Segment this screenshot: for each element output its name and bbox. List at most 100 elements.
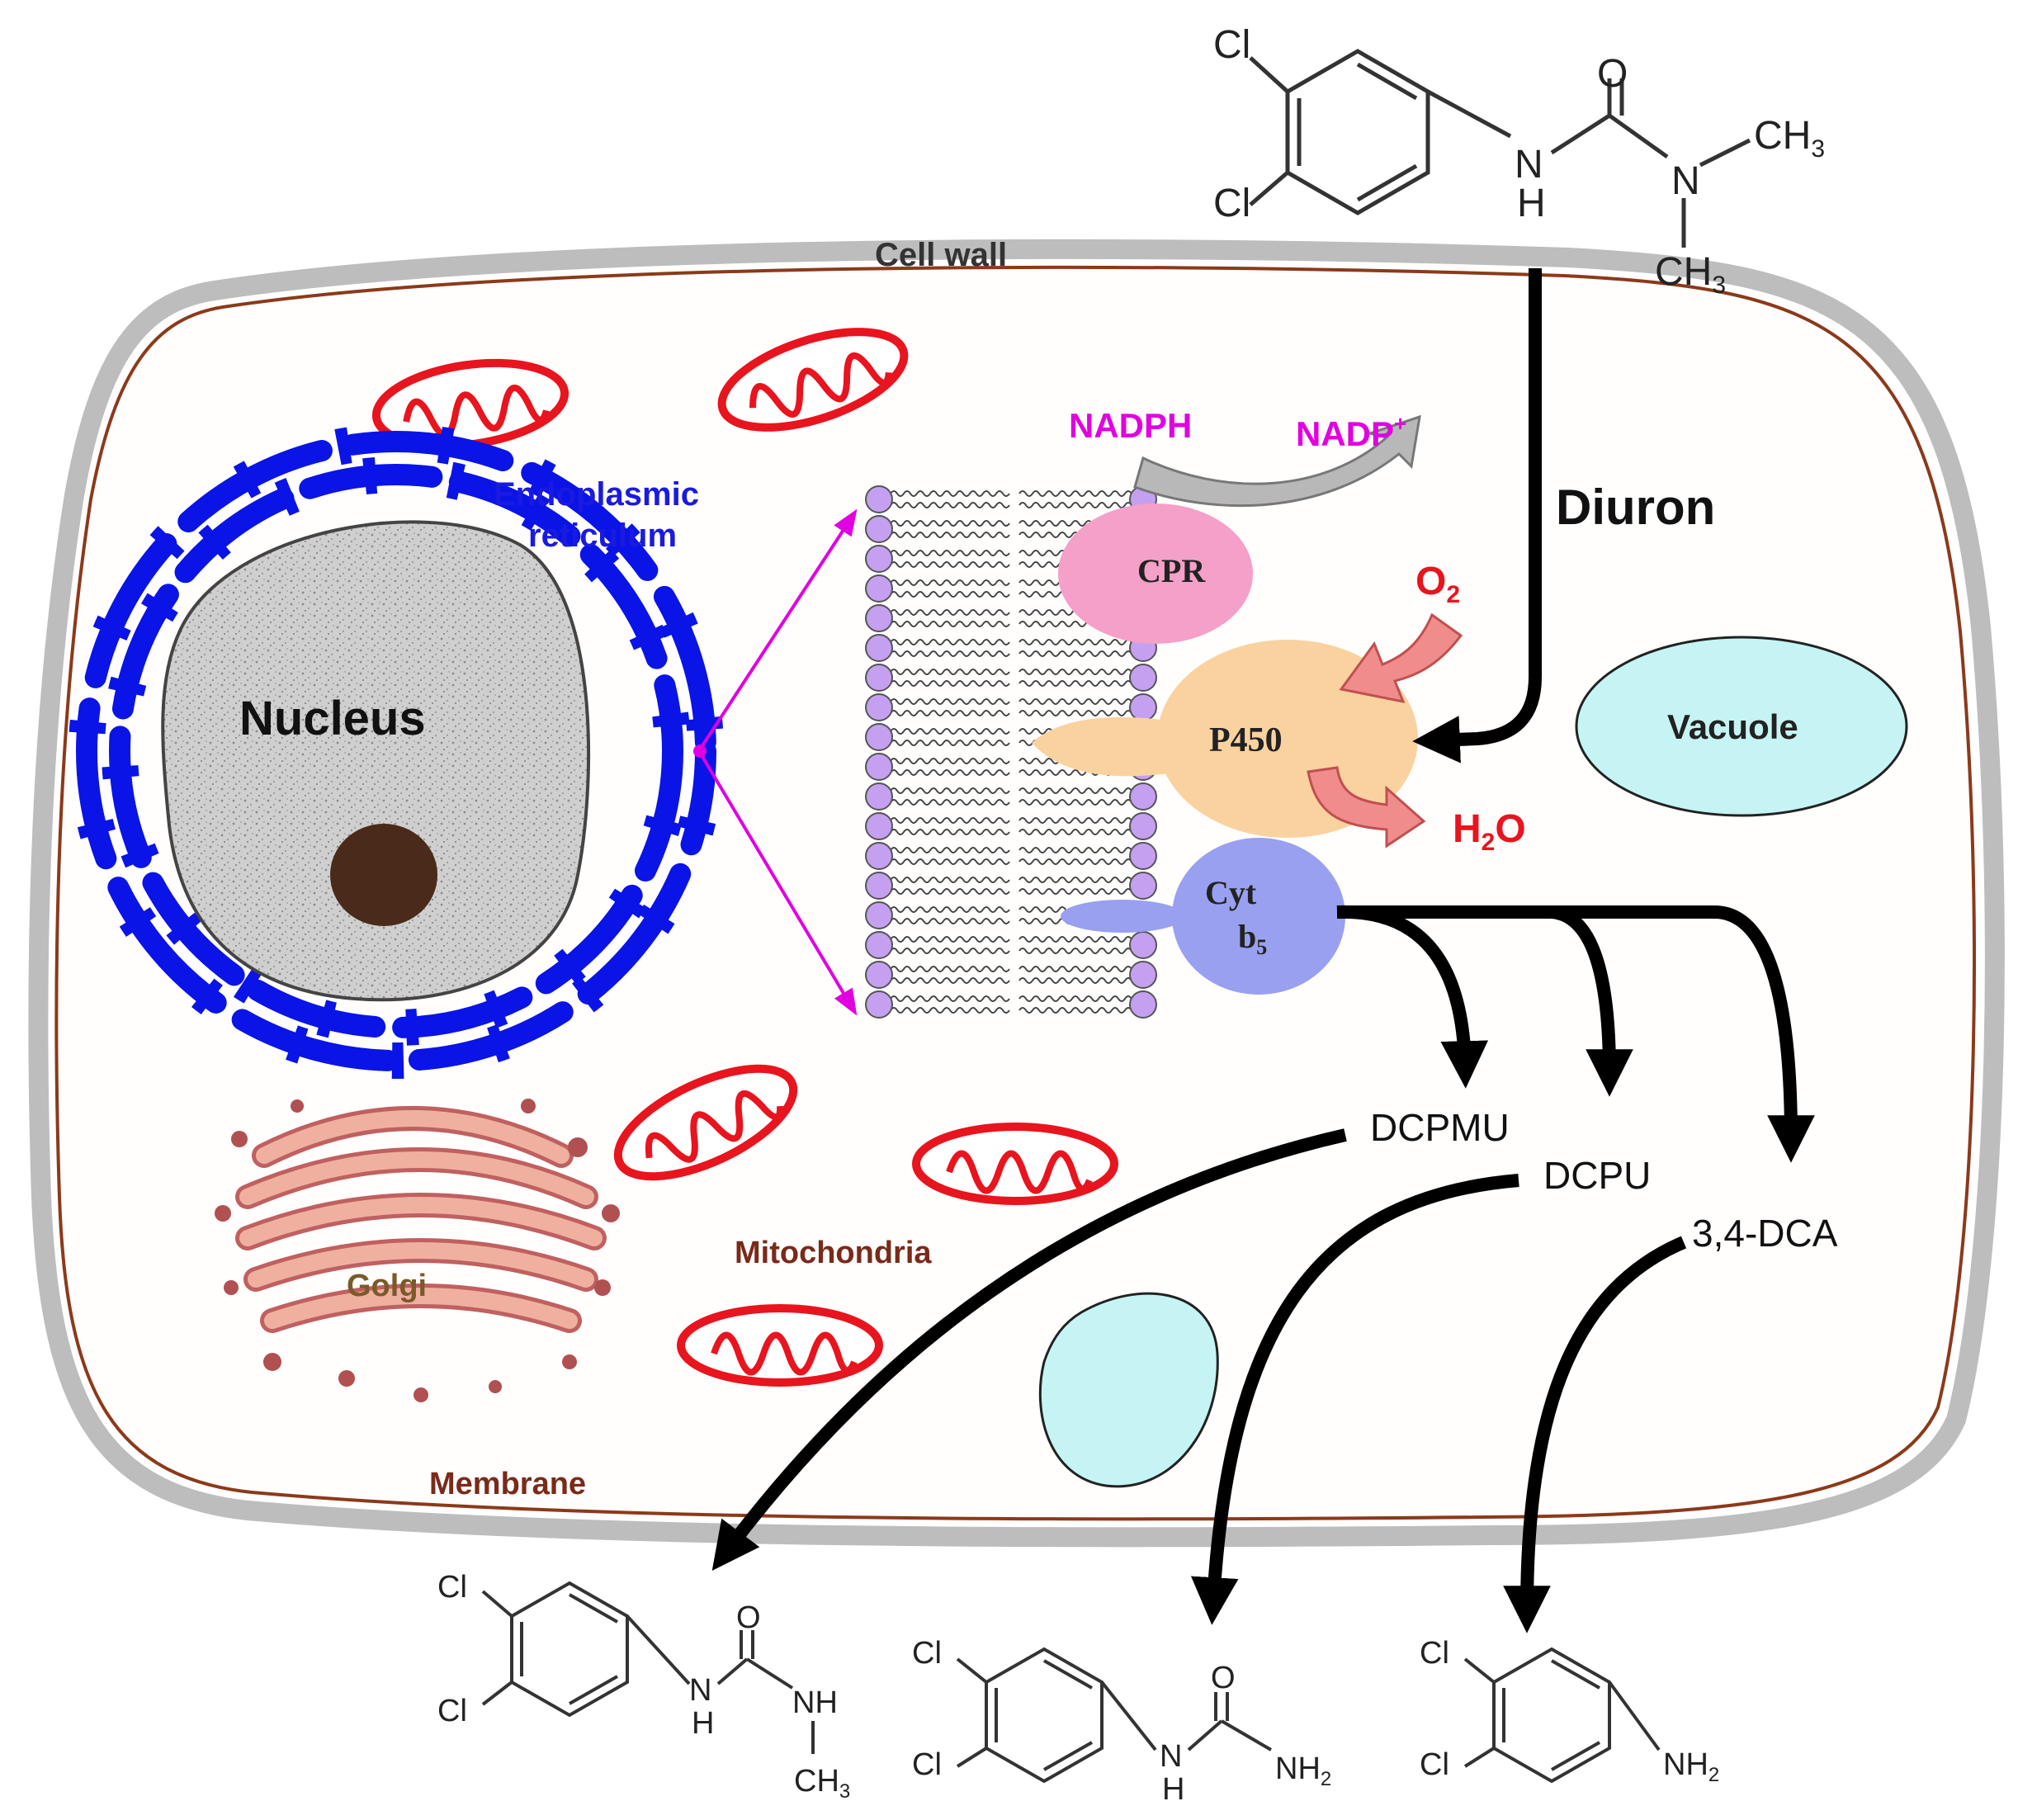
lipid-head — [865, 842, 893, 870]
svg-text:N: N — [689, 1673, 711, 1708]
mitochondrion-2 — [717, 328, 909, 432]
lipid-tail — [890, 532, 1010, 538]
svg-text:Cl: Cl — [437, 1570, 467, 1605]
lipid-tail — [1018, 817, 1139, 824]
cyt-b5-enzyme — [1061, 838, 1345, 995]
lipid-tail — [1018, 948, 1139, 954]
svg-text:Cl: Cl — [1213, 182, 1250, 225]
lipid-head — [865, 693, 893, 721]
lipid-tail — [890, 728, 1010, 735]
product-dcpmu: DCPMU — [1370, 1106, 1510, 1149]
lipid-head — [1129, 782, 1157, 811]
lipid-tail — [890, 787, 1010, 794]
o2-label: O2 — [1415, 560, 1460, 608]
membrane-label: Membrane — [429, 1467, 586, 1501]
mitochondrion-3 — [613, 1064, 798, 1181]
cyt-b-label: b5 — [1238, 918, 1267, 959]
lipid-tail — [1018, 799, 1139, 806]
lipid-head — [865, 812, 893, 840]
diuron-structure — [1249, 49, 1751, 248]
lipid-head — [865, 634, 893, 662]
p450-label: P450 — [1209, 721, 1283, 759]
dca-structure — [1463, 1647, 1661, 1784]
arrow-dcpmu-out — [711, 1128, 1347, 1572]
lipid-tail — [1018, 977, 1139, 984]
lipid-tail — [890, 858, 1010, 865]
svg-text:NH2: NH2 — [1275, 1751, 1331, 1790]
product-dca: 3,4-DCA — [1692, 1212, 1838, 1255]
lipid-tail — [890, 799, 1010, 806]
lipid-tail — [890, 502, 1010, 508]
lipid-head — [1129, 812, 1157, 840]
nucleus-label: Nucleus — [239, 692, 426, 745]
lipid-head — [1129, 931, 1157, 959]
dcpmu-structure — [481, 1581, 815, 1754]
dcpu-atoms: Cl Cl O N H NH2 — [912, 1636, 1331, 1807]
lipid-tail — [890, 877, 1010, 883]
lipid-tail — [1018, 698, 1139, 705]
lipid-head — [865, 901, 893, 929]
lipid-tail — [890, 829, 1010, 835]
svg-text:Cl: Cl — [437, 1694, 467, 1728]
lipid-tail — [1018, 680, 1139, 687]
lipid-tail — [890, 621, 1010, 627]
lipid-tail — [890, 977, 1010, 984]
mitochondria-label: Mitochondria — [735, 1236, 932, 1270]
golgi-apparatus — [215, 1099, 620, 1402]
h2o-arrow — [1307, 766, 1426, 849]
lipid-tail — [890, 769, 1010, 776]
lipid-tail — [890, 639, 1010, 645]
lipid-tail — [890, 918, 1010, 924]
lipid-tail — [890, 847, 1010, 853]
lipid-tail — [890, 579, 1010, 586]
lipid-tail — [890, 669, 1010, 675]
svg-text:NH2: NH2 — [1663, 1747, 1719, 1786]
zoom-line-top — [700, 508, 858, 749]
lipid-tail — [890, 698, 1010, 705]
lipid-tail — [890, 650, 1010, 657]
o2-arrow — [1339, 612, 1463, 704]
lipid-head — [865, 961, 893, 989]
svg-text:N: N — [1160, 1739, 1182, 1774]
lipid-tail — [890, 520, 1010, 527]
cell-wall — [28, 239, 2005, 1548]
lipid-tail — [1018, 858, 1139, 865]
lipid-head — [1129, 664, 1157, 692]
svg-text:Cl: Cl — [1420, 1747, 1449, 1782]
lipid-tail — [1018, 966, 1139, 972]
er-label-line1: Endoplasmic — [494, 476, 699, 513]
lipid-tail — [890, 936, 1010, 943]
svg-text:NH: NH — [792, 1685, 838, 1720]
lipid-head — [1129, 842, 1157, 870]
nadph-arrow — [1133, 414, 1421, 508]
svg-text:CH3: CH3 — [1754, 114, 1825, 163]
lipid-tail — [890, 550, 1010, 556]
svg-text:N: N — [1671, 159, 1700, 203]
svg-text:Cl: Cl — [912, 1747, 942, 1782]
lipid-tail — [890, 995, 1010, 1002]
diuron-atoms: Cl Cl O N H N CH3 CH3 — [1213, 23, 1825, 299]
mitochondrion-4 — [912, 1123, 1118, 1205]
svg-text:CH3: CH3 — [794, 1764, 850, 1803]
lipid-head — [865, 485, 893, 513]
lipid-tail — [890, 680, 1010, 687]
lipid-head — [1129, 872, 1157, 900]
nadph-label: NADPH — [1069, 406, 1192, 445]
nadp-label: NADP+ — [1296, 411, 1406, 453]
lipid-tail — [1018, 710, 1139, 716]
lipid-tail — [1018, 877, 1139, 883]
svg-text:N: N — [1515, 143, 1543, 187]
lipid-tail — [890, 888, 1010, 895]
lipid-tail — [1018, 1007, 1139, 1014]
lipid-head — [1129, 990, 1157, 1019]
diuron-label: Diuron — [1556, 480, 1715, 535]
lipid-tail — [1018, 787, 1139, 794]
diuron-arrow — [1412, 268, 1542, 763]
svg-text:CH3: CH3 — [1655, 250, 1726, 299]
cyt-label: Cyt — [1205, 874, 1257, 911]
lipid-tail — [890, 561, 1010, 568]
vacuole-label: Vacuole — [1667, 707, 1798, 746]
lipid-tail — [1018, 995, 1139, 1002]
